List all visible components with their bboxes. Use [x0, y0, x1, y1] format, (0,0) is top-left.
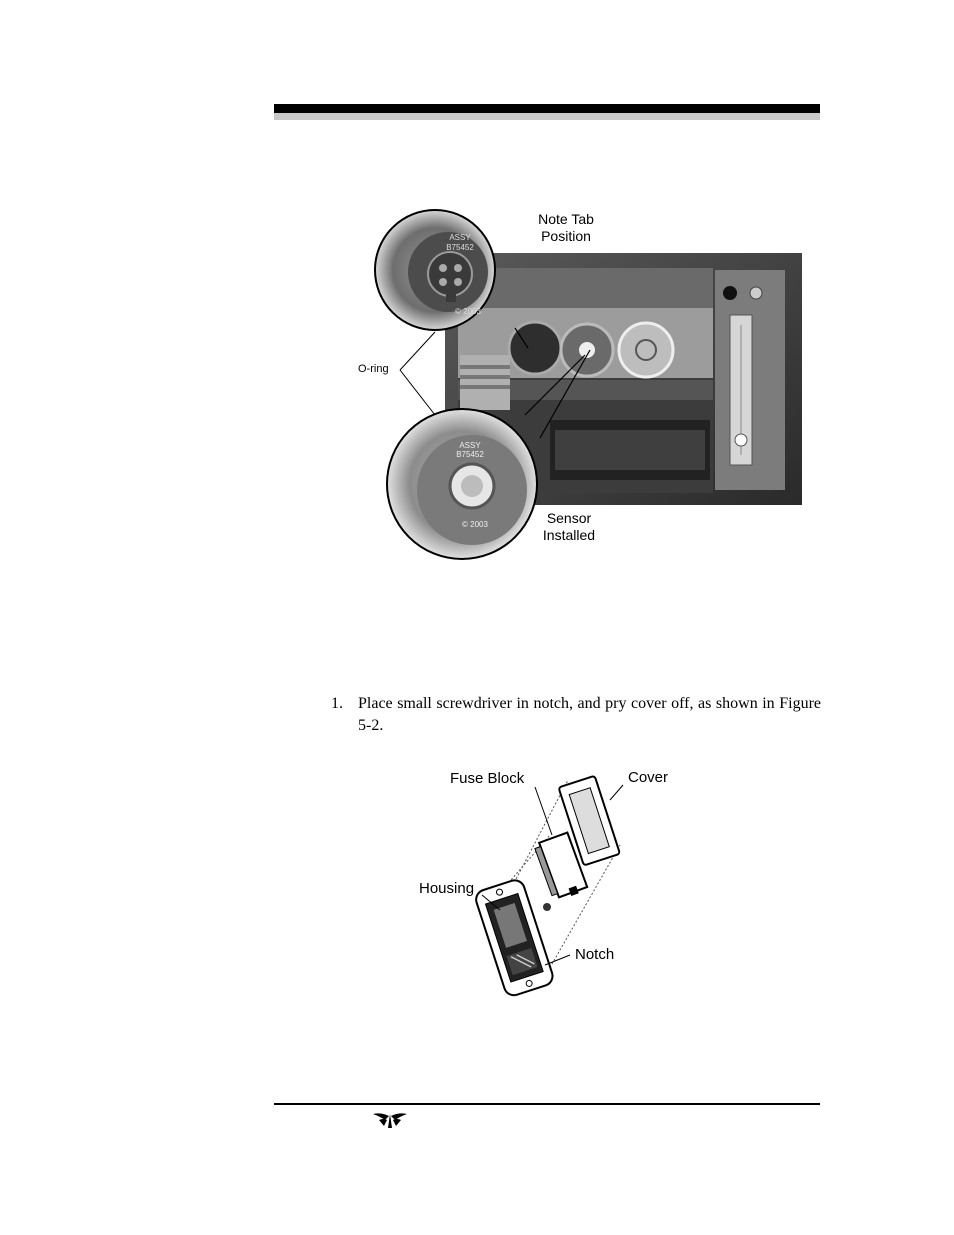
bottom-sensor-part-number: B75452 [456, 450, 484, 459]
bottom-sensor-copyright: © 2003 [462, 520, 488, 529]
step-number: 1. [331, 695, 343, 712]
cover-label: Cover [628, 769, 669, 786]
instruction-step-1: 1. Place small screwdriver in notch, and… [331, 693, 821, 737]
fuse-block-label: Fuse Block [450, 770, 525, 787]
note-tab-position-label: Note Tab Position [528, 211, 604, 245]
fuse-housing-diagram [410, 765, 700, 1010]
bottom-sensor-assy: ASSY [459, 441, 481, 450]
top-sensor-part-number: B75452 [446, 243, 474, 252]
sensor-installed-line2: Installed [542, 527, 596, 543]
oring-label: O-ring [358, 363, 389, 375]
sensor-installed-label: Sensor Installed [532, 510, 606, 544]
teledyne-logo-icon [371, 1110, 409, 1130]
note-tab-line2: Position [541, 228, 591, 244]
sensor-installed-line1: Sensor [546, 510, 592, 526]
sensor-installation-photo: ASSY B75452 © 2003 ASSY B75452 © 2003 [340, 190, 810, 560]
top-sensor-copyright: © 2003 [455, 307, 481, 316]
header-rule [274, 104, 820, 113]
footer-rule [274, 1103, 820, 1105]
header-rule-shadow [274, 113, 820, 120]
notch-label: Notch [575, 946, 615, 963]
top-sensor-assy: ASSY [449, 233, 471, 242]
housing-label: Housing [419, 880, 475, 897]
note-tab-line1: Note Tab [538, 211, 594, 227]
step-text: Place small screwdriver in notch, and pr… [358, 695, 821, 734]
